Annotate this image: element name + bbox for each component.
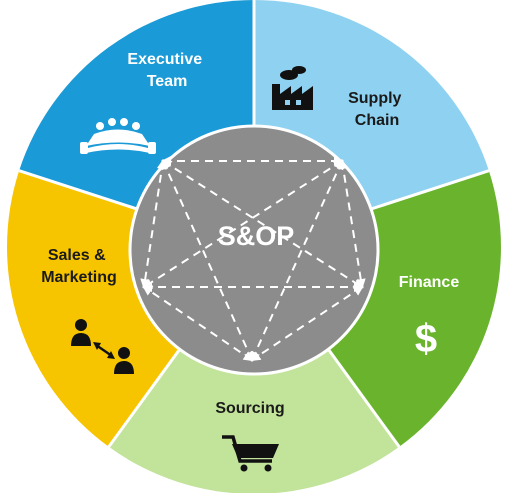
- sales-marketing-label: Sales & Marketing: [41, 247, 117, 286]
- connection-network: [140, 156, 366, 362]
- finance-label-line-1: Finance: [399, 274, 460, 291]
- shopping-cart-icon: [222, 435, 279, 472]
- center-label: S&OP: [218, 221, 295, 251]
- factory-icon: [272, 66, 313, 110]
- dollar-icon: $: [415, 317, 437, 361]
- supply-chain-label-line-1: Supply: [348, 90, 401, 107]
- finance-label: Finance: [399, 274, 460, 291]
- sales-marketing-label-line-1: Sales &: [48, 247, 106, 264]
- sourcing-label-line-1: Sourcing: [215, 400, 284, 417]
- sourcing-label: Sourcing: [215, 400, 284, 417]
- supply-chain-label-line-2: Chain: [355, 112, 399, 129]
- executive-team-label: Executive Team: [127, 51, 206, 90]
- sales-marketing-label-line-2: Marketing: [41, 269, 117, 286]
- executive-team-label-line-2: Team: [147, 73, 188, 90]
- executive-team-label-line-1: Executive: [127, 51, 202, 68]
- people-exchange-icon: [71, 319, 134, 374]
- meeting-table-icon: [80, 118, 156, 154]
- supply-chain-label: Supply Chain: [348, 90, 406, 129]
